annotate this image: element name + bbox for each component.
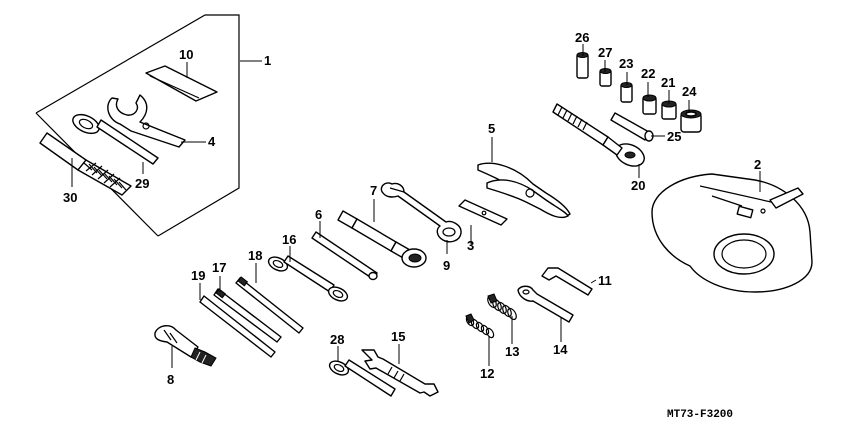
- part-pin-spanner: [517, 285, 574, 323]
- callout-28: 28: [330, 332, 344, 347]
- callout-labels: 1 2 3 4 5 6 7 8 9 10 11 12 13 14 15 16 1…: [63, 30, 761, 421]
- callout-9: 9: [443, 258, 450, 273]
- part-screwdriver-shaft-17: [213, 288, 282, 343]
- part-open-wrench-15: [361, 349, 439, 397]
- part-spring-13: [487, 293, 517, 321]
- part-ratchet: [552, 103, 645, 167]
- callout-8: 8: [167, 372, 174, 387]
- part-socket-27: [599, 68, 612, 87]
- callout-1: 1: [264, 53, 271, 68]
- part-hook-spanner: [107, 94, 186, 148]
- part-ring-wrench: [72, 113, 159, 165]
- part-extension-bar: [610, 112, 654, 142]
- part-ring-wrench-28: [328, 359, 396, 397]
- callout-27: 27: [598, 45, 612, 60]
- part-tool-bag: [651, 173, 813, 293]
- callout-25: 25: [667, 129, 681, 144]
- callout-11: 11: [598, 273, 612, 288]
- callout-13: 13: [505, 344, 519, 359]
- callout-2: 2: [754, 157, 761, 172]
- part-box-wrench: [380, 182, 462, 243]
- part-hex-key: [541, 267, 593, 296]
- callout-7: 7: [370, 183, 377, 198]
- callout-6: 6: [315, 207, 322, 222]
- part-extension-rod: [311, 231, 378, 281]
- part-socket-24: [680, 109, 702, 133]
- callout-18: 18: [248, 248, 262, 263]
- part-screwdriver-handle: [39, 132, 132, 196]
- callout-5: 5: [488, 121, 495, 136]
- callout-20: 20: [631, 178, 645, 193]
- part-spring-12: [465, 313, 495, 339]
- part-spark-plug-wrench: [337, 210, 427, 268]
- callout-10: 10: [179, 47, 193, 62]
- callout-16: 16: [282, 232, 296, 247]
- leader-lines: [71, 44, 761, 368]
- callout-15: 15: [391, 329, 405, 344]
- callout-14: 14: [553, 342, 568, 357]
- part-socket-23: [620, 82, 633, 103]
- part-ring-wrench-16: [267, 255, 349, 302]
- part-screwdriver-shaft-18: [235, 276, 304, 334]
- callout-3: 3: [467, 238, 474, 253]
- part-socket-26: [576, 52, 589, 79]
- part-screwdriver-handle-8: [154, 325, 217, 367]
- callout-4: 4: [208, 134, 216, 149]
- callout-23: 23: [619, 56, 633, 71]
- part-pliers: [477, 162, 571, 219]
- callout-29: 29: [135, 176, 149, 191]
- callout-12: 12: [480, 366, 494, 381]
- part-flat-blade: [458, 199, 508, 226]
- callout-21: 21: [661, 75, 675, 90]
- callout-24: 24: [682, 84, 697, 99]
- callout-19: 19: [191, 268, 205, 283]
- callout-30: 30: [63, 190, 77, 205]
- callout-22: 22: [641, 66, 655, 81]
- part-socket-22: [642, 94, 657, 115]
- diagram-code: MT73-F3200: [667, 409, 733, 421]
- part-flat-bar: [145, 65, 218, 102]
- callout-17: 17: [212, 260, 226, 275]
- callout-26: 26: [575, 30, 589, 45]
- part-screwdriver-shaft-19: [199, 295, 276, 358]
